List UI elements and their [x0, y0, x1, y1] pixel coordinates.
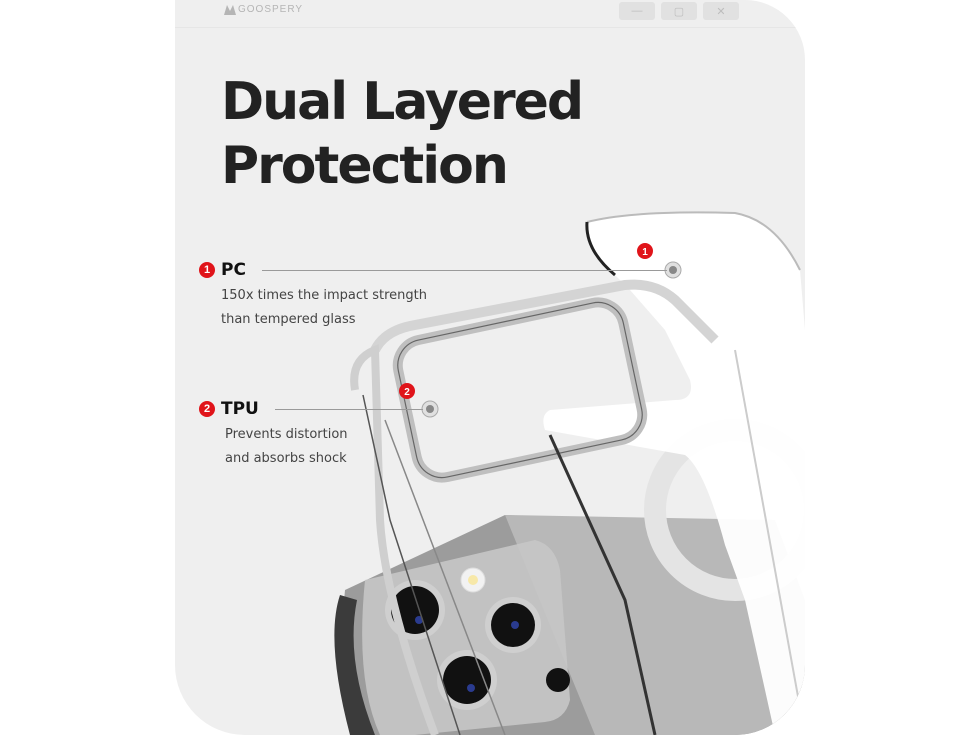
page-title: Dual Layered Protection: [221, 70, 584, 198]
brand-name: GOOSPERY: [238, 4, 304, 15]
maximize-icon: ▢: [673, 5, 685, 18]
leader-line-tpu: [275, 409, 423, 410]
feature-desc-line-2: than tempered glass: [221, 312, 356, 327]
svg-text:1: 1: [642, 247, 648, 258]
feature-desc-line-1: 150x times the impact strength: [221, 288, 428, 303]
leader-line-pc: [262, 270, 667, 271]
feature-number-badge: 2: [199, 401, 215, 417]
title-bar: GOOSPERY — ▢ ✕: [175, 0, 805, 28]
brand-logo: GOOSPERY: [224, 4, 303, 15]
minimize-icon: —: [631, 5, 643, 17]
goospery-logo-icon: [224, 4, 236, 15]
feature-desc-line-1: Prevents distortion: [225, 427, 348, 442]
feature-pc: 1 PC 150x times the impact strength than…: [199, 260, 427, 332]
phone-case-illustration: 1 2: [334, 211, 805, 735]
title-line-1: Dual Layered: [221, 72, 584, 132]
product-panel: 1 2 GOOSPERY — ▢ ✕ Dual Layered Protecti…: [175, 0, 805, 735]
feature-label: TPU: [221, 399, 259, 419]
callout-1: 1: [637, 243, 682, 279]
minimize-button[interactable]: —: [619, 2, 655, 20]
close-icon: ✕: [716, 5, 726, 18]
camera-lens-icon: [385, 567, 570, 710]
close-button[interactable]: ✕: [703, 2, 739, 20]
feature-tpu: 2 TPU Prevents distortion and absorbs sh…: [199, 399, 348, 471]
title-line-2: Protection: [221, 136, 509, 196]
maximize-button[interactable]: ▢: [661, 2, 697, 20]
feature-number-badge: 1: [199, 262, 215, 278]
feature-label: PC: [221, 260, 246, 280]
svg-text:2: 2: [404, 387, 410, 398]
feature-desc-line-2: and absorbs shock: [225, 451, 347, 466]
callout-2: 2: [399, 383, 439, 418]
